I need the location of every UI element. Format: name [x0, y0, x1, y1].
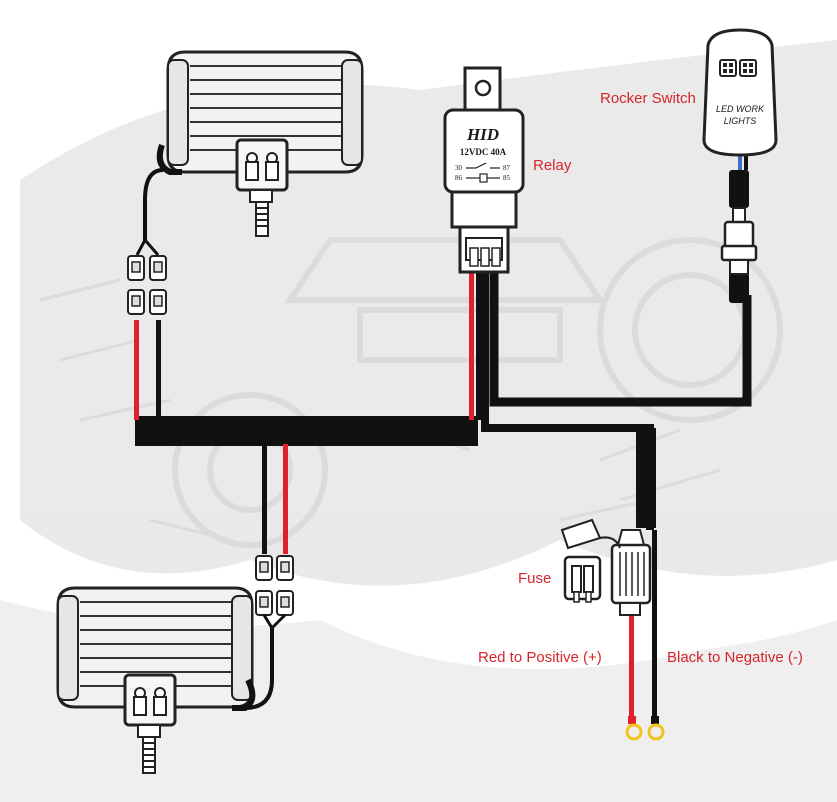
relay-pin-86: 86	[455, 174, 463, 182]
relay-pin-30: 30	[455, 164, 463, 172]
mount-bolt-bottom	[142, 736, 156, 774]
led-work-light-bottom	[56, 586, 256, 774]
mount-bolt-top	[255, 201, 269, 237]
relay-schematic-symbol	[466, 162, 500, 183]
switch-connector	[720, 207, 758, 275]
blade-fuse	[563, 555, 602, 603]
connector-pair-bottom	[255, 555, 294, 630]
switch-label-line2: LIGHTS	[724, 116, 757, 126]
work-light-icon	[719, 59, 757, 77]
relay-pin-87: 87	[503, 164, 511, 172]
label-rocker-switch: Rocker Switch	[600, 90, 696, 107]
relay: HID 12VDC 40A 30 87 86 85	[443, 66, 525, 274]
switch-label-line1: LED WORK	[716, 104, 765, 114]
fuse-holder	[560, 518, 652, 616]
ring-terminal-negative	[647, 716, 665, 741]
rocker-switch: LED WORK LIGHTS	[702, 28, 778, 157]
label-red-positive: Red to Positive (+)	[478, 649, 602, 666]
connector-pair-top	[127, 239, 167, 315]
led-work-light-top	[156, 50, 364, 237]
ring-terminal-positive	[625, 716, 643, 741]
label-fuse: Fuse	[518, 570, 552, 587]
relay-rating: 12VDC 40A	[460, 147, 507, 157]
wire-harness	[134, 150, 752, 718]
label-relay: Relay	[533, 157, 572, 174]
relay-brand: HID	[466, 125, 499, 144]
relay-pin-85: 85	[503, 174, 511, 182]
label-black-negative: Black to Negative (-)	[667, 649, 803, 666]
